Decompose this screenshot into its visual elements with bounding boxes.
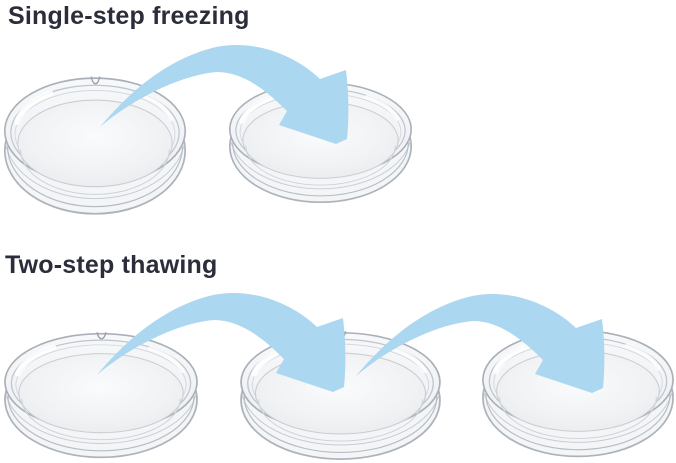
- petri-dish: [5, 77, 185, 214]
- petri-dish: [5, 332, 197, 457]
- section-title-two-step-thawing: Two-step thawing: [5, 251, 218, 279]
- section-title-single-step-freezing: Single-step freezing: [8, 2, 250, 30]
